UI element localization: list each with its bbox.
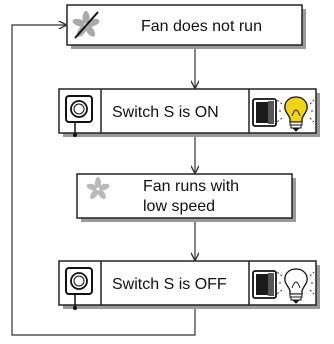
step-label-fan-runs-line-2: low speed xyxy=(143,198,215,215)
step-label-switch-off: Switch S is OFF xyxy=(112,276,227,293)
fan-icon xyxy=(86,177,110,200)
step-label-fan-does-not-run: Fan does not run xyxy=(141,18,262,35)
light-bulb-on-icon xyxy=(275,96,315,132)
step-switch-off: Switch S is OFF xyxy=(58,260,320,310)
wall-switch-icon xyxy=(252,270,277,299)
wall-switch-icon xyxy=(252,98,277,127)
step-label-switch-on: Switch S is ON xyxy=(112,104,219,121)
light-bulb-off-icon xyxy=(275,268,315,304)
loop-back-arrow xyxy=(11,25,196,336)
timer-switch-icon xyxy=(65,95,93,137)
step-fan-does-not-run: Fan does not run xyxy=(66,4,306,49)
strike-through-line xyxy=(74,11,99,39)
step-switch-on: Switch S is ON xyxy=(58,88,320,137)
timer-switch-icon xyxy=(65,267,93,310)
step-label-fan-runs-line-1: Fan runs with xyxy=(143,178,239,195)
step-fan-runs-low-speed: Fan runs with low speed xyxy=(76,173,296,222)
